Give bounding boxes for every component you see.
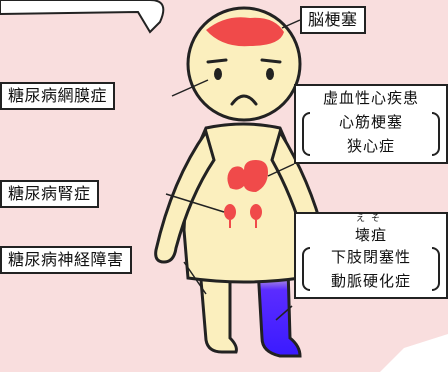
- left-eyebrow: [206, 58, 228, 64]
- heart-box-items: 心筋梗塞 狭心症: [302, 110, 440, 158]
- leader-heart: [267, 163, 295, 177]
- right-eye: [266, 68, 274, 80]
- gangrene-items: 下肢閉塞性 動脈硬化症: [302, 245, 440, 293]
- mouth-frown: [230, 94, 258, 106]
- leader-kidney: [165, 193, 225, 213]
- label-brain-infarction: 脳梗塞: [300, 6, 366, 34]
- right-leg: [256, 266, 302, 358]
- heart-icon: [227, 160, 268, 192]
- heart-box-title: 虚血性心疾患: [322, 89, 419, 107]
- leader-nerve: [183, 261, 207, 295]
- gangrene-box: えそ 壊疽 下肢閉塞性 動脈硬化症: [294, 212, 448, 299]
- label-diabetic-neuropathy: 糖尿病神経障害: [0, 246, 132, 274]
- label-diabetic-retinopathy: 糖尿病網膜症: [0, 82, 116, 110]
- label-diabetic-nephropathy: 糖尿病腎症: [0, 180, 99, 208]
- heart-box-item: 心筋梗塞: [338, 113, 403, 131]
- speech-bubble: [0, 0, 165, 34]
- gangrene-item: 下肢閉塞性: [330, 248, 411, 266]
- kidney-left-icon: [224, 204, 236, 220]
- left-leg: [198, 266, 238, 354]
- heart-box-item: 狭心症: [346, 137, 395, 155]
- heart-disease-box: 虚血性心疾患 心筋梗塞 狭心症: [294, 84, 448, 164]
- left-arm: [154, 128, 216, 264]
- kidney-right-icon: [250, 204, 262, 220]
- brain-patch: [206, 17, 284, 47]
- left-eye: [214, 68, 222, 80]
- right-eyebrow: [260, 58, 282, 64]
- gangrene-title: 壊疽: [354, 226, 387, 244]
- gangrene-item: 動脈硬化症: [330, 272, 411, 290]
- page-corner: [380, 334, 448, 372]
- leader-leg: [275, 305, 293, 321]
- leader-brain: [281, 19, 301, 29]
- gangrene-ruby: えそ: [355, 214, 386, 224]
- leader-retina: [171, 79, 209, 97]
